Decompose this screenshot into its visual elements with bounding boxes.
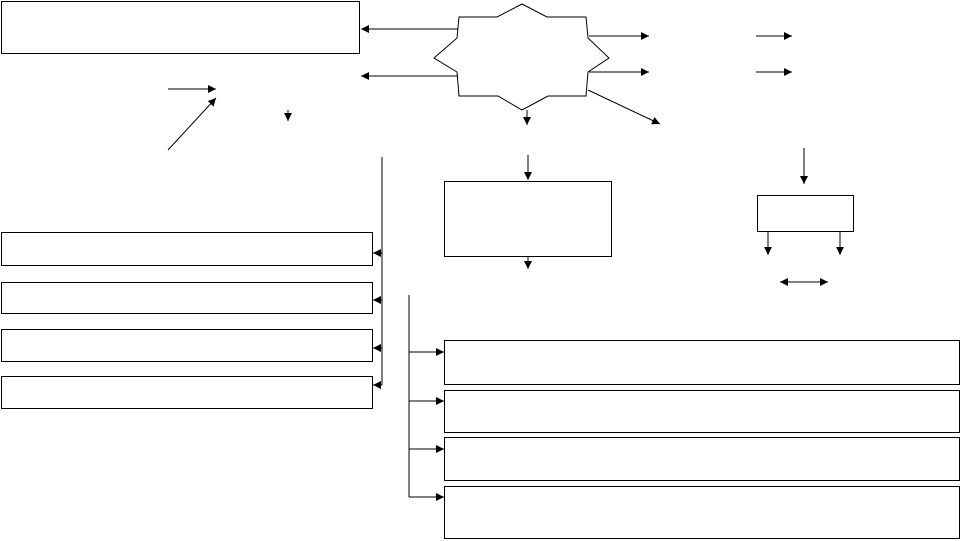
- star-to-lower-right-arrow: [587, 89, 661, 125]
- right-box-3: [444, 437, 960, 481]
- top-left-box: [1, 1, 360, 54]
- right-small-box: [757, 195, 854, 232]
- right-box-2: [444, 390, 960, 433]
- left-box-4: [1, 376, 373, 409]
- left-box-1: [1, 232, 373, 266]
- left-diagonal-arrow: [167, 97, 217, 151]
- central-star-shape: [433, 3, 610, 111]
- right-box-4: [444, 486, 960, 539]
- middle-box: [444, 181, 612, 257]
- right-box-1: [444, 340, 960, 385]
- left-box-2: [1, 282, 373, 314]
- left-box-3: [1, 329, 373, 362]
